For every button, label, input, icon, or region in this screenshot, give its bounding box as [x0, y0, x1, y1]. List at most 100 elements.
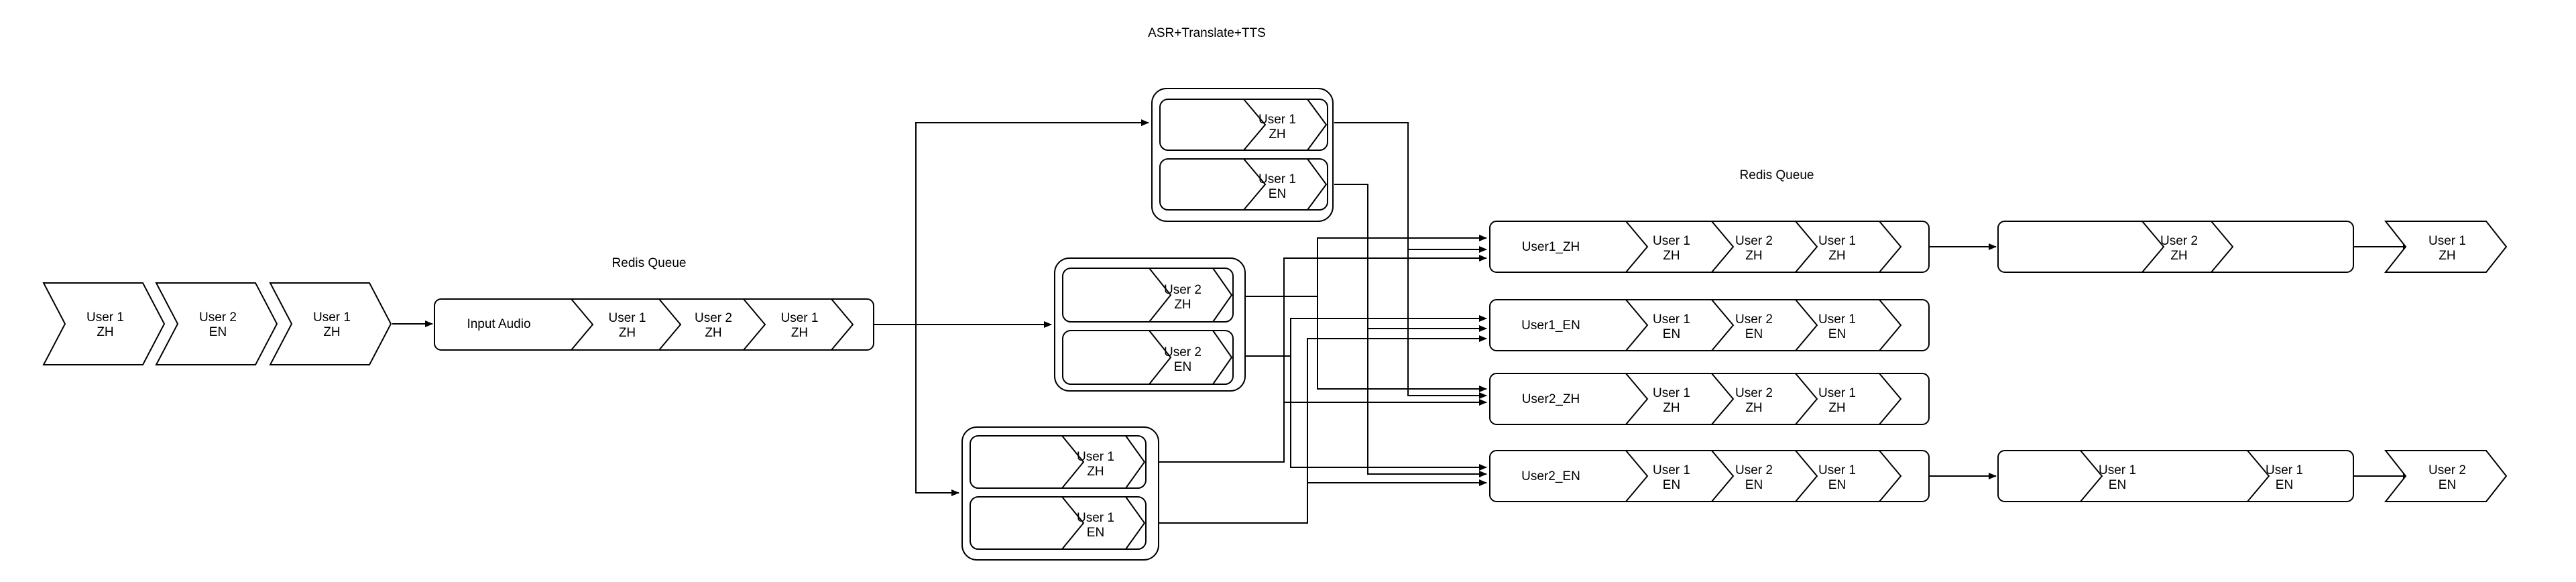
output-queue-separator: [1625, 450, 1649, 502]
route-w1en-user2en: [1367, 329, 1487, 477]
worker-task-separator: [1243, 158, 1267, 211]
buffer-separator: [2211, 221, 2234, 273]
worker-task-separator: [1125, 496, 1146, 550]
final-output-chevron: [2384, 450, 2508, 502]
buffer-box: [1997, 450, 2354, 502]
buffer-separator: [2080, 450, 2103, 502]
input-queue-separator: [571, 298, 594, 351]
worker-task: [1062, 268, 1234, 323]
output-queue-separator: [1879, 221, 1902, 273]
dispatch-to-worker-3: [915, 325, 959, 496]
output-queue-box: [1489, 373, 1930, 425]
input-stream-chevron: [155, 282, 278, 365]
output-queue-name: User1_EN: [1521, 318, 1580, 333]
input-queue-separator: [658, 298, 682, 351]
output-queue-separator: [1711, 221, 1735, 273]
route-w1zh-user2zh: [1407, 249, 1487, 399]
route-w2en-user1en: [1234, 315, 1487, 357]
worker-task-separator: [1061, 496, 1085, 550]
output-queue-name: User2_ZH: [1522, 392, 1580, 406]
output-queue-separator: [1625, 373, 1649, 425]
worker-task-separator: [1125, 435, 1146, 489]
input-stream-chevron: [42, 282, 166, 365]
worker-task-separator: [1307, 99, 1328, 151]
buffer-separator: [2142, 221, 2165, 273]
output-queue-separator: [1879, 450, 1902, 502]
output-queue-name: User1_ZH: [1522, 240, 1580, 254]
worker-task-separator: [1061, 435, 1085, 489]
output-queue-separator: [1795, 450, 1818, 502]
input-queue-separator: [831, 298, 854, 351]
output-queue-box: [1489, 450, 1930, 502]
worker-task-separator: [1149, 268, 1172, 323]
output-queue-box: [1489, 221, 1930, 273]
worker-task: [1159, 158, 1328, 211]
route-w1zh-user1zh: [1334, 122, 1487, 253]
output-queue-separator: [1711, 450, 1735, 502]
worker-task: [970, 435, 1147, 489]
output-queue-separator: [1795, 299, 1818, 351]
output-queue-separator: [1711, 299, 1735, 351]
route-w3zh-user1zh: [1153, 255, 1487, 463]
worker-task-separator: [1307, 158, 1328, 211]
route-w3en-user1en: [1153, 335, 1487, 524]
route-w1en-user1en: [1334, 184, 1487, 332]
worker-task: [970, 496, 1147, 550]
buffer-separator: [2247, 450, 2270, 502]
input-queue-box: [434, 298, 874, 351]
output-queue-separator: [1879, 373, 1902, 425]
input-stream-chevron: [269, 282, 392, 365]
worker-task-separator: [1243, 99, 1267, 151]
input-queue-separator: [743, 298, 766, 351]
worker-task: [1062, 330, 1234, 385]
worker-task-separator: [1149, 330, 1172, 385]
input-audio-label: Input Audio: [467, 317, 530, 331]
redis-queue-label-left: Redis Queue: [612, 256, 687, 270]
worker-task-separator: [1212, 268, 1233, 323]
worker-task: [1159, 99, 1328, 151]
route-w2zh-user1zh: [1240, 235, 1487, 297]
output-queue-box: [1489, 299, 1930, 351]
output-queue-separator: [1625, 299, 1649, 351]
output-queue-separator: [1795, 373, 1818, 425]
final-output-chevron: [2384, 221, 2508, 273]
output-queue-separator: [1795, 221, 1818, 273]
output-queue-separator: [1625, 221, 1649, 273]
pipeline-title: ASR+Translate+TTS: [1148, 26, 1266, 40]
dispatch-to-worker-1: [915, 119, 1149, 325]
buffer-box: [1997, 221, 2354, 273]
route-w2en-user2en: [1290, 356, 1487, 471]
output-queue-separator: [1711, 373, 1735, 425]
redis-queue-label-right: Redis Queue: [1740, 168, 1814, 182]
